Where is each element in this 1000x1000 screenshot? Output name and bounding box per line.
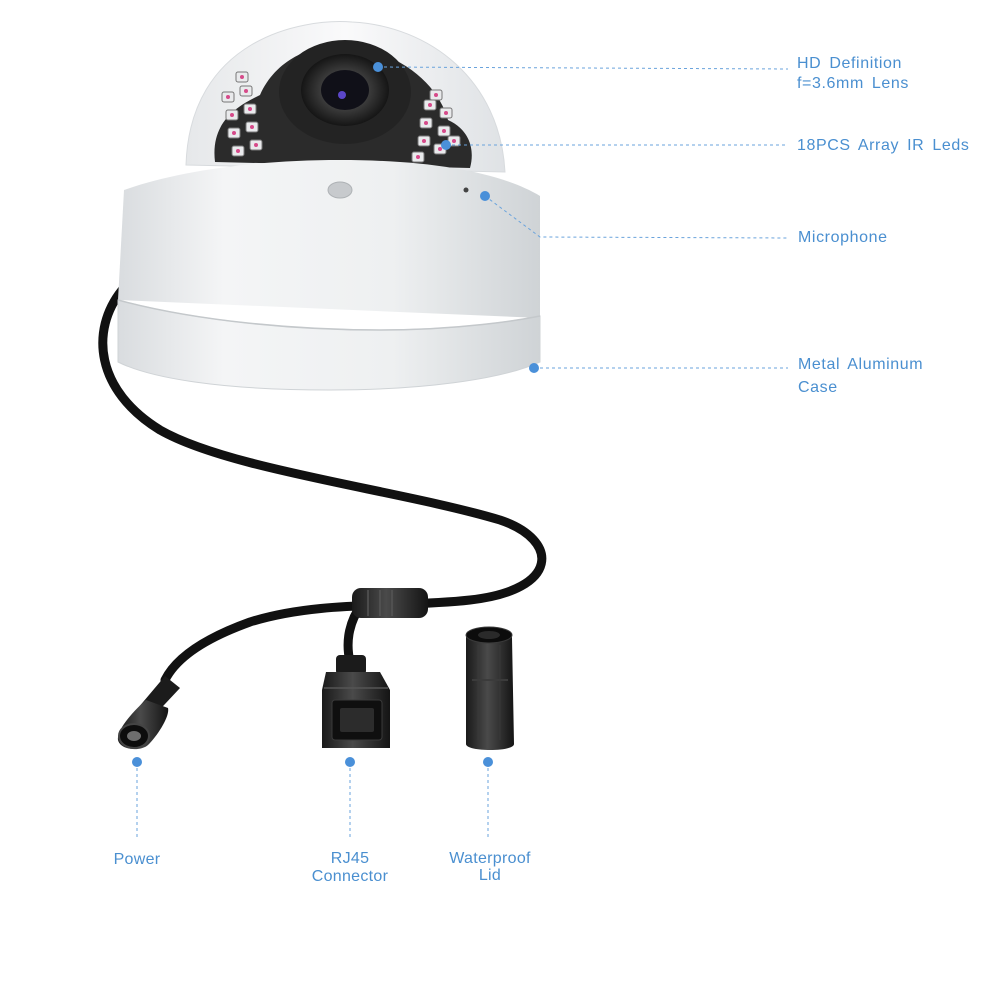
- case-callout-label: Metal Aluminum Case: [798, 353, 923, 399]
- lens-callout-line2: f=3.6mm Lens: [797, 75, 910, 92]
- case-callout-line1: Metal Aluminum: [798, 356, 924, 373]
- power-dot: [132, 757, 142, 767]
- light-sensor: [327, 181, 353, 199]
- lens-leader: [377, 66, 789, 70]
- case-callout-line2: Case: [798, 379, 838, 396]
- case-dot: [529, 363, 539, 373]
- lid-callout-line2: Lid: [478, 867, 502, 884]
- ir-leds-callout-label: 18PCS Array IR Leds: [797, 136, 969, 156]
- cable-splitter: [352, 588, 428, 618]
- rj45-dot: [345, 757, 355, 767]
- rj45-callout-label: RJ45 Connector: [300, 850, 400, 886]
- microphone-callout-line1: Microphone: [798, 229, 888, 246]
- lens-dot: [373, 62, 383, 72]
- ir-leds-callout-line1: 18PCS Array IR Leds: [797, 137, 970, 154]
- microphone-dot: [480, 191, 490, 201]
- camera-housing: [118, 160, 540, 318]
- lid-dot: [483, 757, 493, 767]
- waterproof-lid-body: [465, 626, 514, 750]
- cable: [98, 285, 547, 685]
- power-dc-jack: [117, 676, 180, 750]
- callout-dots: [132, 62, 539, 767]
- rj45-connector-body: [322, 655, 390, 748]
- lid-callout-label: Waterproof Lid: [435, 850, 545, 884]
- microphone-hole: [463, 187, 469, 193]
- rj45-callout-line2: Connector: [311, 868, 389, 885]
- microphone-leader: [484, 195, 789, 239]
- power-callout-line1: Power: [113, 851, 161, 868]
- lens-callout-line1: HD Definition: [797, 55, 903, 72]
- microphone-callout-label: Microphone: [798, 228, 888, 248]
- lens-callout-label: HD Definition f=3.6mm Lens: [797, 54, 909, 94]
- ir-leds-dot: [441, 140, 451, 150]
- lid-callout-line1: Waterproof: [449, 850, 531, 867]
- rj45-callout-line1: RJ45: [330, 850, 370, 867]
- leader-lines: [136, 66, 789, 840]
- power-callout-label: Power: [97, 850, 177, 870]
